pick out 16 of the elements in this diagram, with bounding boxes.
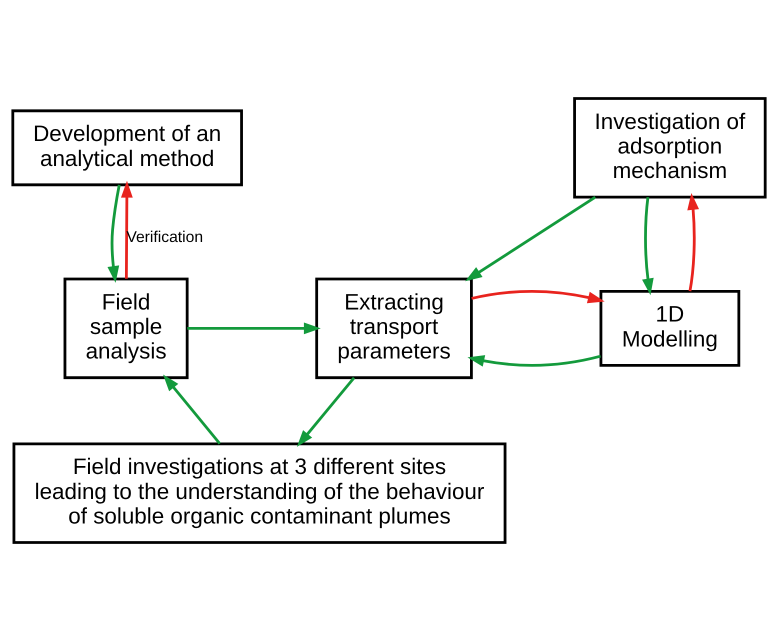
node-box: Investigation of adsorption mechanism [573,96,767,198]
node-box: Extracting transport parameters [315,277,473,379]
node-box: Field sample analysis [64,277,189,379]
arrow [471,289,605,303]
arrow [187,322,321,334]
arrow [465,196,596,281]
node-box: Field investigations at 3 different sites leading to the understanding of the behaviour of soluble organic contaminant plumes [12,442,506,544]
arrow [687,192,700,291]
arrow [467,354,601,366]
arrow [163,374,221,444]
arrow [296,376,356,446]
node-box: Development of an analytical method [11,108,243,186]
arrow [642,196,654,295]
arrow [120,180,133,278]
node-box: 1D Modelling [600,289,740,366]
arrow [107,184,121,282]
